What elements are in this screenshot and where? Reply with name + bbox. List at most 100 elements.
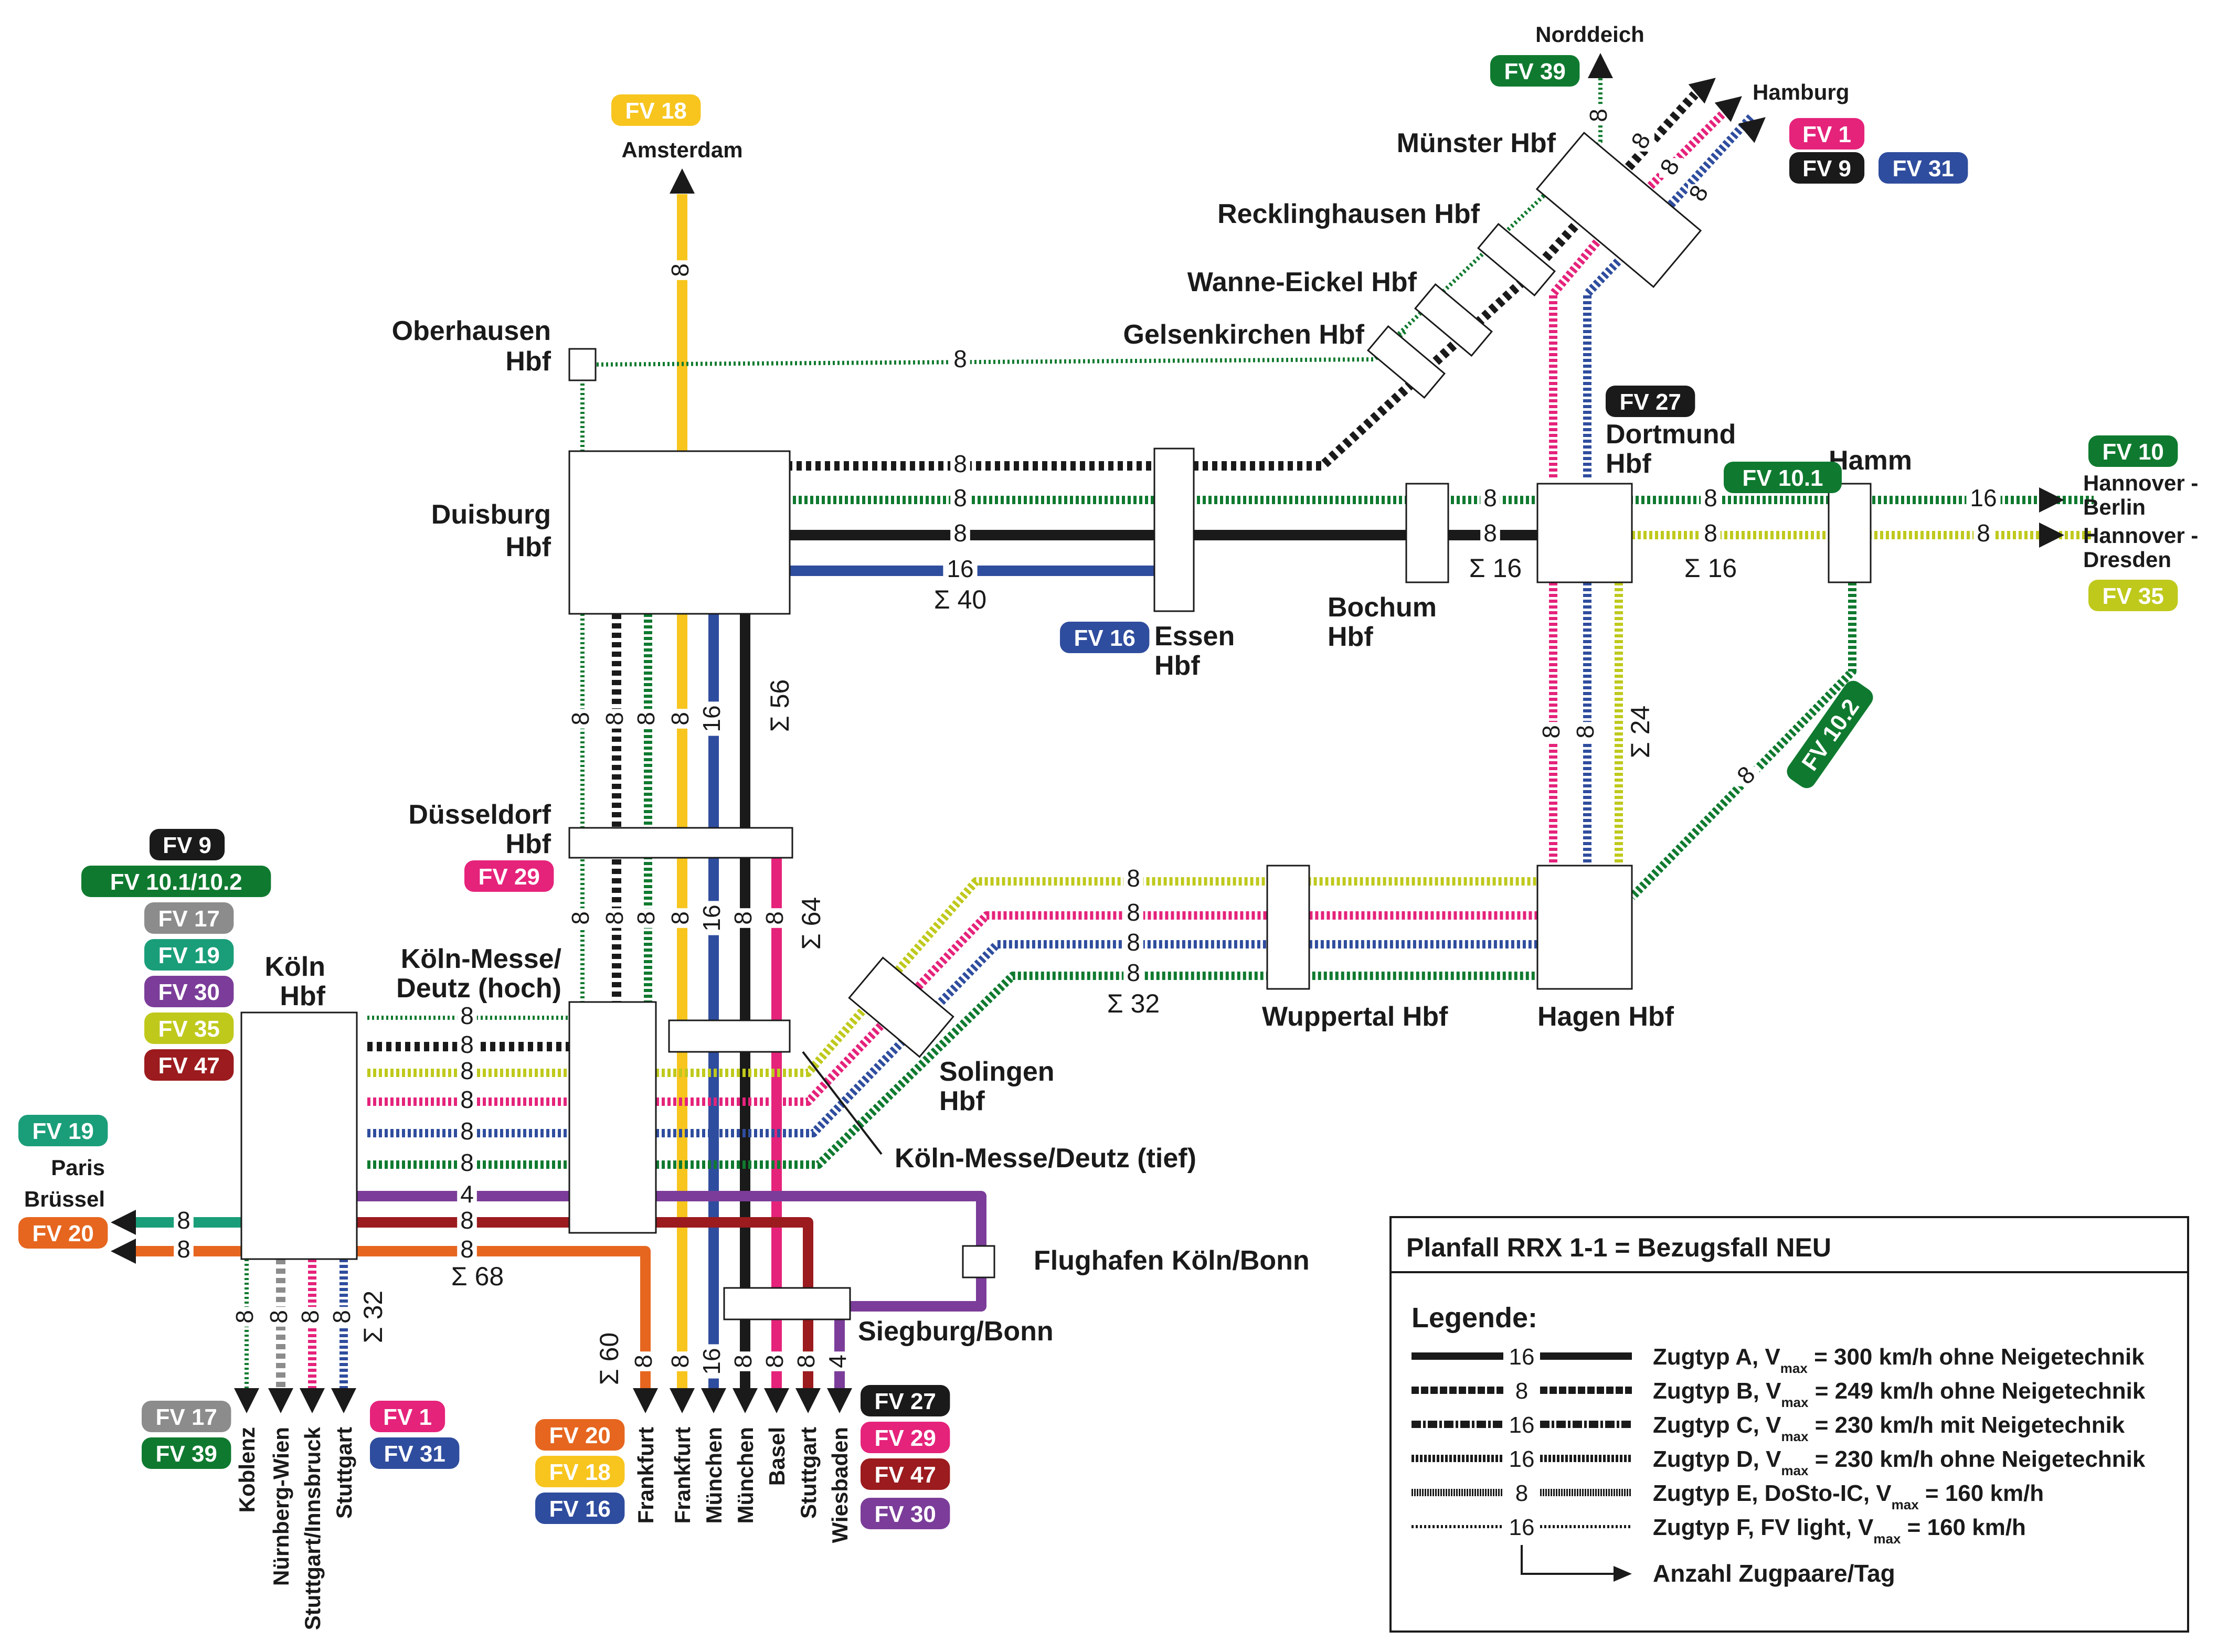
berlin-label: Hannover -Berlin <box>2083 471 2198 519</box>
count-koeln-e1-group: 8 <box>457 1031 477 1058</box>
badge-fv1012-bg <box>81 866 271 897</box>
badge-fv18_top-label: FV 18 <box>625 98 687 124</box>
count-sum32a-bg <box>1099 992 1168 1018</box>
fv39-norddeich-line <box>1373 73 1603 358</box>
south-arrow-9 <box>795 1388 821 1413</box>
count-sum40: Σ 40 <box>934 585 986 614</box>
badge-fv17_bot: FV 17 <box>142 1401 231 1432</box>
dest-muenchen2: München <box>733 1427 758 1523</box>
count-sum40-bg <box>926 588 994 614</box>
dest-nuernberg: Nürnberg-Wien <box>269 1427 293 1586</box>
count-amsterdam-group: 8 <box>666 260 694 280</box>
count-ks-0: 8 <box>231 1310 258 1324</box>
count-dus-w1: 8 <box>567 911 594 925</box>
count-dui-v5-bg <box>702 701 726 736</box>
badge-fv16_bot-label: FV 16 <box>549 1496 611 1522</box>
hamburg-arrow-3 <box>1738 117 1766 143</box>
badge-fv9_left-label: FV 9 <box>163 833 211 858</box>
count-boch-fv27: 8 <box>1483 519 1497 547</box>
count-sum56: Σ 56 <box>765 679 794 732</box>
legend-text-5: Zugtyp F, FV light, Vmax = 160 km/h <box>1653 1515 2026 1547</box>
badge-fv101-bg <box>1724 462 1842 493</box>
count-dort-fv35: 8 <box>1704 519 1717 547</box>
count-koeln-e0-group: 8 <box>457 1002 477 1029</box>
count-south-fv30-bg <box>827 1351 852 1371</box>
legend-arrow-note: Anzahl Zugpaare/Tag <box>1653 1560 1895 1587</box>
badge-fv19_left: FV 19 <box>144 939 234 971</box>
fv31-north-line <box>1583 112 1756 477</box>
count-koeln-fv20-group: 8 <box>457 1235 477 1263</box>
count-koeln-e2: 8 <box>460 1057 474 1084</box>
count-koeln-e4: 8 <box>460 1117 474 1145</box>
count-dui-v2: 8 <box>601 712 628 726</box>
badge-fv16_bot: FV 16 <box>535 1493 625 1524</box>
hamburg-label: Hamburg <box>1753 80 1849 104</box>
count-sum68: Σ 68 <box>451 1262 504 1291</box>
count-hamm-fv10: 16 <box>1970 484 1997 511</box>
count-sum64-bg <box>800 889 826 957</box>
count-koeln-e4-group: 8 <box>457 1117 477 1145</box>
hagen-label: Hagen Hbf <box>1537 1001 1674 1032</box>
count-ks-3-group: 8 <box>328 1307 356 1327</box>
siegburg-box <box>723 1287 851 1320</box>
badge-fv29_dus-bg <box>464 860 554 892</box>
count-south-4: 8 <box>792 1355 820 1368</box>
count-boch-fv27-group: 8 <box>1480 519 1500 547</box>
count-dus-w2: 8 <box>601 911 628 925</box>
dest-wiesbaden: Wiesbaden <box>827 1427 852 1543</box>
legend-heading: Legende: <box>1412 1302 1537 1334</box>
count-hh1-group: 8 <box>1626 128 1656 153</box>
count-south-fv30: 4 <box>824 1355 851 1368</box>
count-dui-v1-group: 8 <box>567 709 595 729</box>
essen-box <box>1153 447 1195 612</box>
wanne-label: Wanne-Eickel Hbf <box>1187 267 1417 297</box>
south-arrow-10 <box>827 1388 852 1413</box>
badge-fv31_top-bg <box>1879 152 1968 184</box>
badge-fv35_right: FV 35 <box>2088 580 2178 611</box>
count-dus-w2-group: 8 <box>601 908 629 928</box>
bochum-box <box>1405 483 1449 583</box>
amsterdam-label: Amsterdam <box>621 137 742 162</box>
count-dui-v3-group: 8 <box>632 709 660 729</box>
badge-fv31_bot-bg <box>370 1437 460 1469</box>
count-sum56-group: Σ 56 <box>765 672 795 740</box>
norddeich-arrow <box>1588 53 1613 78</box>
count-koeln-e5-group: 8 <box>457 1149 477 1176</box>
count-dui-v4: 8 <box>666 712 694 726</box>
badge-fv39_top: FV 39 <box>1490 55 1580 87</box>
count-koeln-e2-bg <box>457 1060 477 1084</box>
dortmund-box <box>1536 483 1633 583</box>
count-koeln-e3-group: 8 <box>457 1086 477 1113</box>
count-sol-fv31: 8 <box>1127 929 1140 956</box>
legend-count-2: 16 <box>1509 1412 1535 1438</box>
badge-fv1_bot: FV 1 <box>370 1401 445 1432</box>
count-sum32b-bg <box>362 1283 388 1351</box>
count-hamm-fv10-group: 16 <box>1966 484 2001 511</box>
count-dui-v2-bg <box>604 709 629 729</box>
count-sol-fv35: 8 <box>1127 865 1140 892</box>
badge-fv27-bg <box>1606 386 1695 417</box>
dest-stuttgart: Stuttgart <box>332 1427 356 1519</box>
count-dui-fv16-bg <box>943 558 978 582</box>
count-sol-fv10-group: 8 <box>1123 959 1143 986</box>
count-sol-fv31-group: 8 <box>1123 929 1143 956</box>
count-south-3-bg <box>765 1351 789 1371</box>
count-koeln-e1-bg <box>457 1033 477 1058</box>
count-koeln-fv30-bg <box>457 1183 477 1208</box>
count-sum32a-group: Σ 32 <box>1099 989 1168 1018</box>
badge-fv16_essen-label: FV 16 <box>1074 625 1135 651</box>
count-dort-fv35-group: 8 <box>1701 519 1721 547</box>
flughafen-label: Flughafen Köln/Bonn <box>1034 1245 1310 1276</box>
deutz-tief-label: Köln-Messe/Deutz (tief) <box>895 1143 1196 1174</box>
badge-fv30_left: FV 30 <box>144 976 234 1007</box>
count-dus-w1-group: 8 <box>567 908 595 928</box>
paris-label: Paris <box>51 1155 105 1180</box>
count-dus-w6: 8 <box>729 911 757 925</box>
badge-fv19_left-bg <box>144 939 234 971</box>
count-dus-w7-bg <box>765 908 789 928</box>
count-sum64: Σ 64 <box>797 897 826 950</box>
count-hagen-fv1: 8 <box>1537 725 1565 739</box>
